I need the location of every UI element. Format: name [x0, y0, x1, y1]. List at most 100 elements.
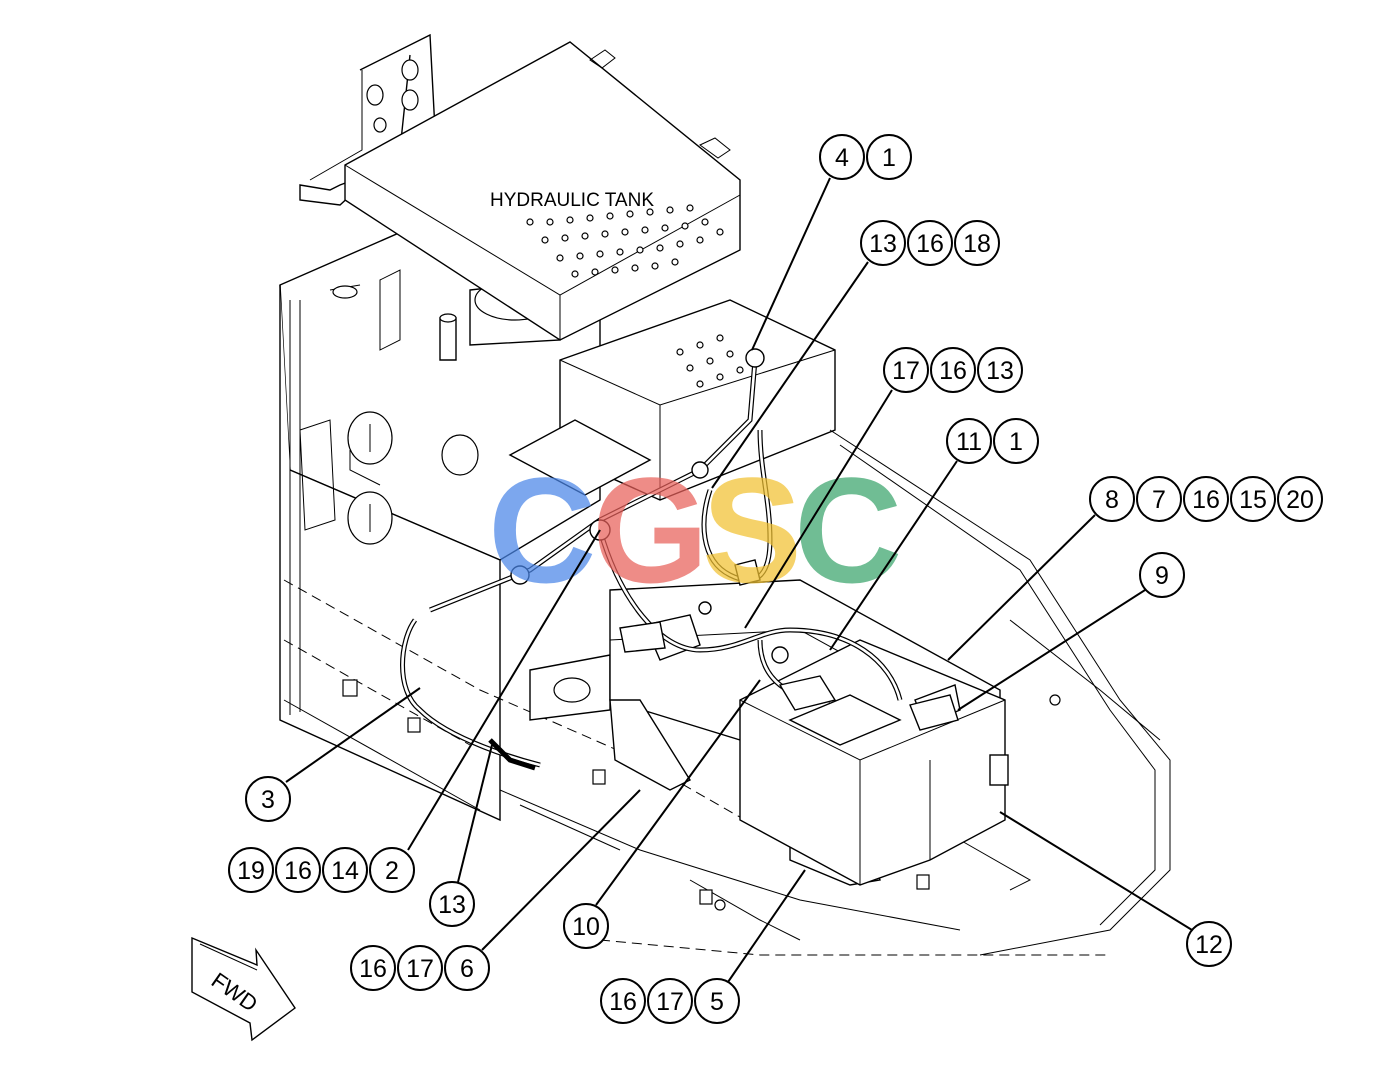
callout-leader-line [481, 789, 641, 951]
callout-circle [694, 978, 740, 1024]
callout-leader-line [595, 679, 761, 906]
hydraulic-tank-label: HYDRAULIC TANK [490, 190, 654, 211]
callout-circle [1089, 476, 1135, 522]
watermark-letter-s: S [702, 446, 802, 614]
callout-number: 16 [284, 857, 312, 885]
callout-leader-line [711, 261, 869, 489]
callout-circle [954, 220, 1000, 266]
callout-circle [866, 134, 912, 180]
callout-group: 9 [1139, 552, 1185, 598]
callout-group: 13 16 18 [860, 220, 1000, 266]
callout-circle [322, 847, 368, 893]
callout-leader-line [744, 389, 893, 629]
callout-group: 8 7 16 15 20 [1089, 476, 1323, 522]
callout-number: 15 [1239, 486, 1267, 514]
callout-number: 11 [956, 428, 982, 456]
callout-number: 10 [572, 913, 600, 941]
callout-leader-line [727, 869, 806, 983]
watermark-letter-c2: C [794, 446, 902, 614]
callout-number: 13 [869, 230, 897, 258]
callout-group: 16 17 6 [350, 945, 490, 991]
callout-circle [860, 220, 906, 266]
callout-circle [275, 847, 321, 893]
callout-number: 17 [406, 955, 434, 983]
watermark-letter-g: G [592, 446, 709, 614]
callout-number: 20 [1286, 486, 1314, 514]
callout-number: 16 [1192, 486, 1220, 514]
callout-circle [563, 903, 609, 949]
callout-number: 17 [892, 357, 920, 385]
callout-number: 8 [1105, 486, 1119, 514]
callout-number: 13 [438, 891, 466, 919]
callout-group: 13 [429, 881, 475, 927]
callout-circle [647, 978, 693, 1024]
callout-group: 3 [245, 776, 291, 822]
callout-number: 14 [331, 857, 359, 885]
valve-block [508, 299, 836, 501]
callout-circle [600, 978, 646, 1024]
callout-circle [350, 945, 396, 991]
callout-circle [977, 347, 1023, 393]
callout-number: 18 [963, 230, 991, 258]
callout-number: 16 [359, 955, 387, 983]
callout-number: 19 [237, 857, 265, 885]
callout-group: 19 16 14 2 [228, 847, 415, 893]
fwd-arrow: FWD [191, 936, 296, 1042]
callout-circle [946, 418, 992, 464]
tank-vent-pattern [526, 204, 724, 278]
callout-circle [444, 945, 490, 991]
callout-leader-line [947, 514, 1096, 661]
callout-circle [429, 881, 475, 927]
callout-number: 7 [1152, 486, 1166, 514]
callout-leader-line [285, 687, 421, 783]
watermark-letter-c1: C [488, 446, 596, 614]
callout-circle [930, 347, 976, 393]
callout-number: 12 [1195, 931, 1223, 959]
callout-circle [228, 847, 274, 893]
callout-number: 13 [986, 357, 1014, 385]
callout-number: 6 [460, 955, 474, 983]
callout-number: 16 [939, 357, 967, 385]
callout-leader-line [407, 529, 601, 851]
callout-number: 9 [1155, 562, 1169, 590]
cables [400, 348, 959, 771]
callout-circle [1277, 476, 1323, 522]
callout-leader-line [751, 177, 831, 351]
callout-group: 12 [1186, 921, 1232, 967]
callout-circle [1183, 476, 1229, 522]
callout-circle [1186, 921, 1232, 967]
callout-circle [907, 220, 953, 266]
callout-circle [883, 347, 929, 393]
callout-leader-line [829, 460, 958, 651]
cgsc-watermark: C G S C [488, 446, 902, 614]
callout-number: 4 [835, 144, 849, 172]
hydraulic-tank: HYDRAULIC TANK [344, 41, 741, 341]
callout-circle [245, 776, 291, 822]
callout-leaders [285, 177, 1193, 983]
callout-number: 2 [385, 857, 399, 885]
floor-plate [342, 429, 1171, 956]
callout-circle [397, 945, 443, 991]
callout-number: 1 [1009, 428, 1023, 456]
callout-number: 1 [882, 144, 896, 172]
callout-circle [819, 134, 865, 180]
callout-number: 3 [261, 786, 275, 814]
callout-group: 17 16 13 [883, 347, 1023, 393]
callout-number: 5 [710, 988, 724, 1016]
callout-number: 16 [609, 988, 637, 1016]
callout-circle [369, 847, 415, 893]
callout-group: 10 [563, 903, 609, 949]
callout-group: 16 17 5 [600, 978, 740, 1024]
callout-leader-line [957, 589, 1146, 711]
callout-number: 17 [656, 988, 684, 1016]
callout-circle [1230, 476, 1276, 522]
callout-number: 16 [916, 230, 944, 258]
callout-circle [1139, 552, 1185, 598]
callout-circle [1136, 476, 1182, 522]
callout-circle [993, 418, 1039, 464]
